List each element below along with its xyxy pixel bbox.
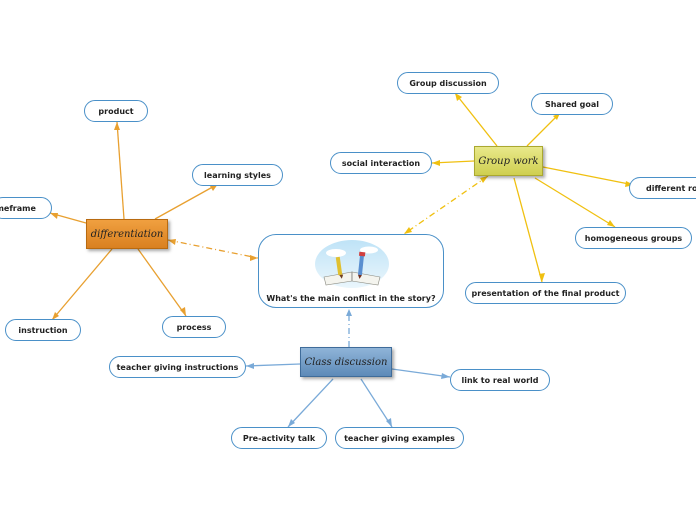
topic-learning-styles[interactable]: learning styles (192, 164, 283, 186)
topic-shared-goal[interactable]: Shared goal (531, 93, 613, 115)
central-topic[interactable]: What's the main conflict in the story? (258, 234, 444, 308)
link-teacher-instructions (245, 363, 301, 367)
hub-group-work[interactable]: Group work (474, 146, 543, 176)
open-book-illustration (315, 240, 389, 288)
hub-class-discussion[interactable]: Class discussion (300, 347, 392, 377)
topic-homogeneous-groups[interactable]: homogeneous groups (575, 227, 692, 249)
link-differentiation-product (116, 121, 125, 220)
topic-process[interactable]: process (162, 316, 226, 338)
topic-group-discussion[interactable]: Group discussion (397, 72, 499, 94)
link-real-world (391, 368, 451, 378)
link-differentiation-learning-styles (154, 183, 219, 220)
topic-instruction[interactable]: instruction (5, 319, 81, 341)
link-shared-goal (526, 112, 561, 147)
topic-link-to-real-world[interactable]: link to real world (450, 369, 550, 391)
central-question: What's the main conflict in the story? (266, 294, 436, 303)
link-group-work-central (403, 175, 489, 235)
link-differentiation-instruction (51, 248, 113, 321)
topic-teacher-giving-examples[interactable]: teacher giving examples (335, 427, 464, 449)
link-differentiation-process (137, 248, 187, 317)
link-group-discussion (454, 92, 498, 147)
link-presentation (513, 177, 543, 283)
topic-timeframe[interactable]: timeframe (0, 197, 52, 219)
topic-presentation-final-product[interactable]: presentation of the final product (465, 282, 626, 304)
topic-teacher-giving-instructions[interactable]: teacher giving instructions (109, 356, 246, 378)
arrowheads (50, 93, 634, 427)
link-differentiation-central (167, 239, 259, 259)
link-different-roles (542, 166, 635, 186)
topic-different-roles[interactable]: different roles (629, 177, 696, 199)
link-homogeneous-groups (534, 177, 616, 228)
topic-timeframe-label: timeframe (0, 203, 36, 213)
topic-product[interactable]: product (84, 100, 148, 122)
topic-social-interaction[interactable]: social interaction (330, 152, 432, 174)
link-pre-activity (287, 378, 334, 428)
topic-pre-activity-talk[interactable]: Pre-activity talk (231, 427, 327, 449)
hub-differentiation[interactable]: differentiation (86, 219, 168, 249)
link-teacher-examples (360, 378, 393, 428)
